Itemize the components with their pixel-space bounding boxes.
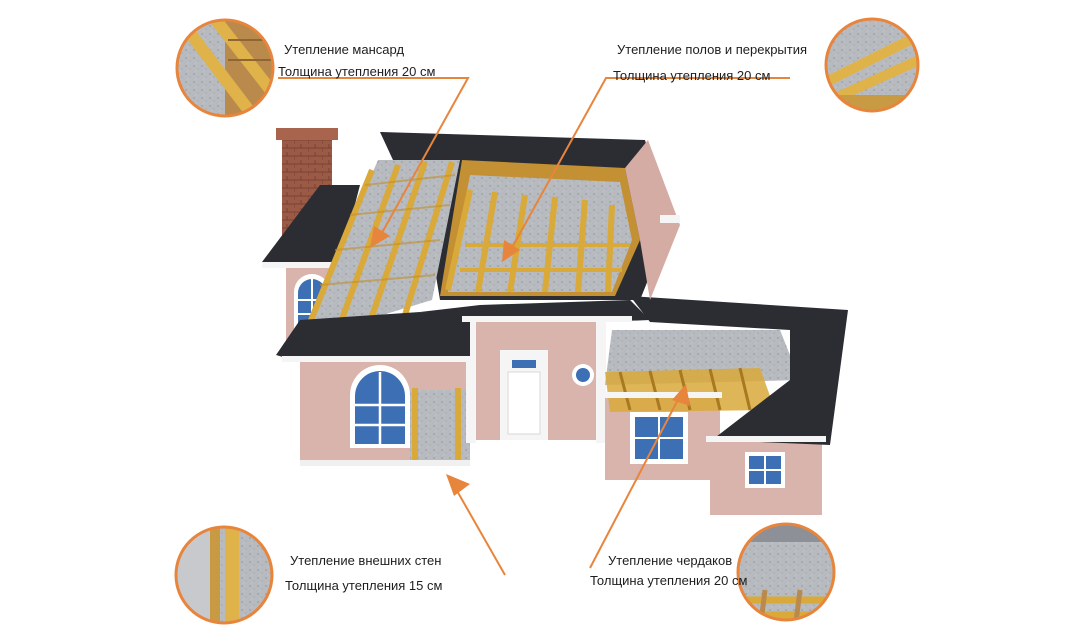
arrow-heads	[370, 226, 690, 496]
front-door	[500, 350, 548, 440]
detail-circle-walls	[174, 525, 274, 625]
leader-walls	[451, 481, 506, 576]
label-floor-thickness: Толщина утепления 20 см	[613, 68, 771, 83]
label-attic-thickness: Толщина утепления 20 см	[278, 64, 436, 79]
label-walls-thickness: Толщина утепления 15 см	[285, 578, 443, 593]
right-wing	[600, 296, 848, 515]
leader-attic	[278, 77, 470, 241]
arrow-loft	[672, 384, 690, 406]
leader-loft	[589, 391, 683, 569]
detail-circle-loft	[736, 522, 836, 622]
right-window-2	[745, 452, 785, 488]
label-walls-title: Утепление внешних стен	[290, 553, 442, 568]
leader-floor	[507, 77, 790, 256]
label-loft-thickness: Толщина утепления 20 см	[590, 573, 748, 588]
main-roof	[300, 132, 680, 340]
label-attic-title: Утепление мансард	[284, 42, 405, 57]
arrow-walls	[446, 474, 470, 496]
front-left-wall	[300, 355, 470, 466]
arched-window-lower	[350, 365, 410, 448]
front-roof	[276, 300, 650, 362]
house-illustration	[262, 128, 848, 515]
arrow-attic	[370, 226, 390, 248]
label-floor-title: Утепление полов и перекрытия	[617, 42, 808, 57]
arrow-floor	[502, 240, 520, 262]
label-loft-title: Утепление чердаков	[608, 553, 733, 568]
detail-circle-attic	[175, 18, 275, 118]
round-window	[572, 364, 594, 386]
detail-circle-floor	[824, 17, 920, 113]
leader-lines	[278, 77, 790, 576]
central-block	[466, 318, 606, 443]
